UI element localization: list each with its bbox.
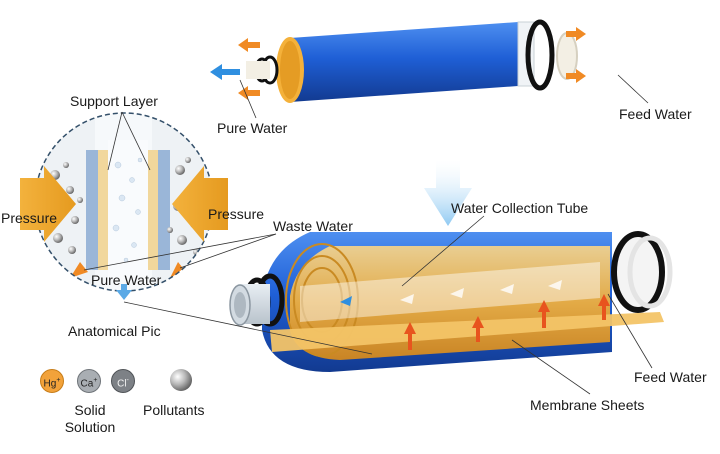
ion-cl: Cl- <box>111 369 135 393</box>
label-pressure-left: Pressure <box>1 210 58 226</box>
big-membrane-element <box>229 231 673 372</box>
top-feed-arrows <box>238 27 586 100</box>
label-feed-water-top: Feed Water <box>619 106 692 122</box>
anatomical-leader <box>123 301 373 355</box>
anatomical-inset <box>34 111 214 292</box>
pure-water-top-leader <box>239 79 257 119</box>
feed-water-top-leader <box>617 74 649 104</box>
waste-water-leader-1 <box>83 233 277 271</box>
label-pure-water-top: Pure Water <box>217 120 288 136</box>
top-membrane-element <box>246 19 578 103</box>
label-pollutants: Pollutants <box>143 402 205 418</box>
label-anatomical-pic: Anatomical Pic <box>68 323 161 339</box>
membrane-sheets-leader <box>511 339 591 395</box>
feed-water-bottom-leader <box>607 293 653 369</box>
label-solid-solution: Solid Solution <box>64 402 116 435</box>
pressure-left-arrow <box>20 166 76 242</box>
water-collection-leader <box>401 215 485 287</box>
top-pure-water-arrow <box>210 64 240 80</box>
label-feed-water-bottom: Feed Water <box>634 369 707 385</box>
membrane-flow-arrows <box>404 294 610 350</box>
ion-hg: Hg+ <box>40 369 64 393</box>
ion-ca: Ca+ <box>77 369 101 393</box>
label-support-layer: Support Layer <box>70 93 158 109</box>
big-down-arrow <box>424 160 472 226</box>
label-membrane-sheets: Membrane Sheets <box>530 397 645 413</box>
label-water-collection-tube: Water Collection Tube <box>451 200 589 216</box>
label-pure-water-inset: Pure Water <box>91 272 162 288</box>
inset-pure-water-arrow <box>116 284 132 300</box>
label-waste-water: Waste Water <box>273 218 353 234</box>
label-pressure-right: Pressure <box>208 206 265 222</box>
pollutant-sphere <box>170 369 192 391</box>
pressure-right-arrow <box>172 166 228 242</box>
waste-water-leader-2 <box>179 233 277 269</box>
